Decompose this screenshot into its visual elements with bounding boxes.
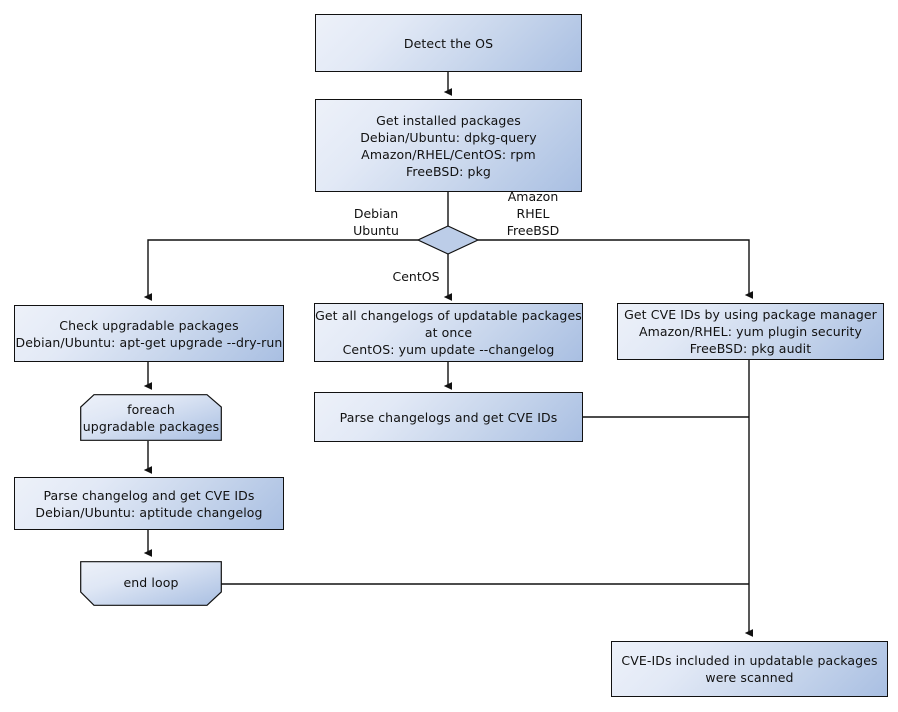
node-get-cve-package-manager[interactable]: Get CVE IDs by using package manager Ama… [617,303,884,360]
node-detect-os[interactable]: Detect the OS [315,14,582,72]
node-foreach-loop-wrap[interactable]: foreach upgradable packages [80,394,222,441]
node-parse-changelogs-centos[interactable]: Parse changelogs and get CVE IDs [314,392,583,442]
end-loop-shape [80,561,222,606]
node-parse-changelog-debian[interactable]: Parse changelog and get CVE IDs Debian/U… [14,477,284,530]
edge-decision-right [478,239,754,299]
node-end-loop-wrap[interactable]: end loop [80,561,222,606]
branch-label-left: Debian Ubuntu [353,206,399,238]
node-foreach-loop-label: foreach upgradable packages [82,401,220,434]
node-final-result[interactable]: CVE-IDs included in updatable packages w… [611,641,888,697]
node-check-upgradable[interactable]: Check upgradable packages Debian/Ubuntu:… [14,305,284,362]
node-end-loop-label: end loop [123,574,179,590]
branch-label-right: Amazon RHEL FreeBSD [506,189,560,238]
node-get-all-changelogs[interactable]: Get all changelogs of updatable packages… [314,303,583,362]
branch-label-down: CentOS [392,269,440,284]
foreach-loop-shape [80,394,222,441]
node-get-installed-packages[interactable]: Get installed packages Debian/Ubuntu: dp… [315,99,582,192]
decision-diamond [416,225,480,255]
